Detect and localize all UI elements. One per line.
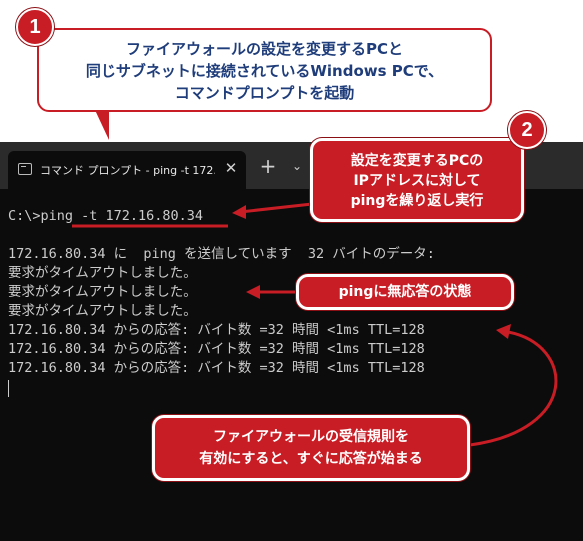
new-tab-button[interactable]: + — [259, 154, 277, 178]
tab-title: コマンド プロンプト - ping -t 172.1 — [40, 164, 215, 177]
tab-command-prompt[interactable]: コマンド プロンプト - ping -t 172.1 ✕ — [8, 151, 246, 189]
terminal-line-command: C:\>ping -t 172.16.80.34 — [8, 208, 204, 224]
terminal-line: 172.16.80.34 からの応答: バイト数 =32 時間 <1ms TTL… — [8, 322, 425, 338]
text-cursor — [8, 380, 9, 397]
terminal-icon — [18, 163, 32, 175]
terminal-output[interactable]: C:\>ping -t 172.16.80.34 172.16.80.34 に … — [8, 207, 568, 397]
terminal-line: 要求がタイムアウトしました。 — [8, 284, 197, 300]
tab-dropdown-icon[interactable]: ⌄ — [291, 159, 303, 173]
close-tab-icon[interactable]: ✕ — [224, 159, 238, 177]
callout-no-response: pingに無応答の状態 — [296, 274, 514, 310]
callout1-pointer — [95, 110, 109, 140]
step-badge-1: 1 — [16, 8, 54, 46]
terminal-line: 172.16.80.34 からの応答: バイト数 =32 時間 <1ms TTL… — [8, 341, 425, 357]
terminal-line: 172.16.80.34 からの応答: バイト数 =32 時間 <1ms TTL… — [8, 360, 425, 376]
callout4-line: 有効にすると、すぐに応答が始まる — [199, 451, 423, 467]
callout1-line: 同じサブネットに接続されているWindows PCで、 — [85, 62, 444, 80]
callout4-line: ファイアウォールの受信規則を — [213, 429, 409, 445]
callout-responses-start: ファイアウォールの受信規則を 有効にすると、すぐに応答が始まる — [152, 415, 470, 481]
step-badge-2: 2 — [508, 111, 546, 149]
terminal-line: 172.16.80.34 に ping を送信しています 32 バイトのデータ: — [8, 246, 435, 262]
callout-ping-repeatedly: 設定を変更するPCの IPアドレスに対して pingを繰り返し実行 — [310, 138, 524, 222]
callout1-line: ファイアウォールの設定を変更するPCと — [125, 40, 403, 58]
callout2-line: IPアドレスに対して — [353, 173, 481, 189]
terminal-line: 要求がタイムアウトしました。 — [8, 265, 197, 281]
callout-launch-command-prompt: ファイアウォールの設定を変更するPCと 同じサブネットに接続されているWindo… — [37, 28, 492, 140]
callout2-line: 設定を変更するPCの — [350, 153, 484, 169]
callout1-line: コマンドプロンプトを起動 — [174, 84, 355, 102]
terminal-line: 要求がタイムアウトしました。 — [8, 303, 197, 319]
callout2-line: pingを繰り返し実行 — [350, 193, 484, 209]
terminal-line-blank — [8, 226, 568, 245]
